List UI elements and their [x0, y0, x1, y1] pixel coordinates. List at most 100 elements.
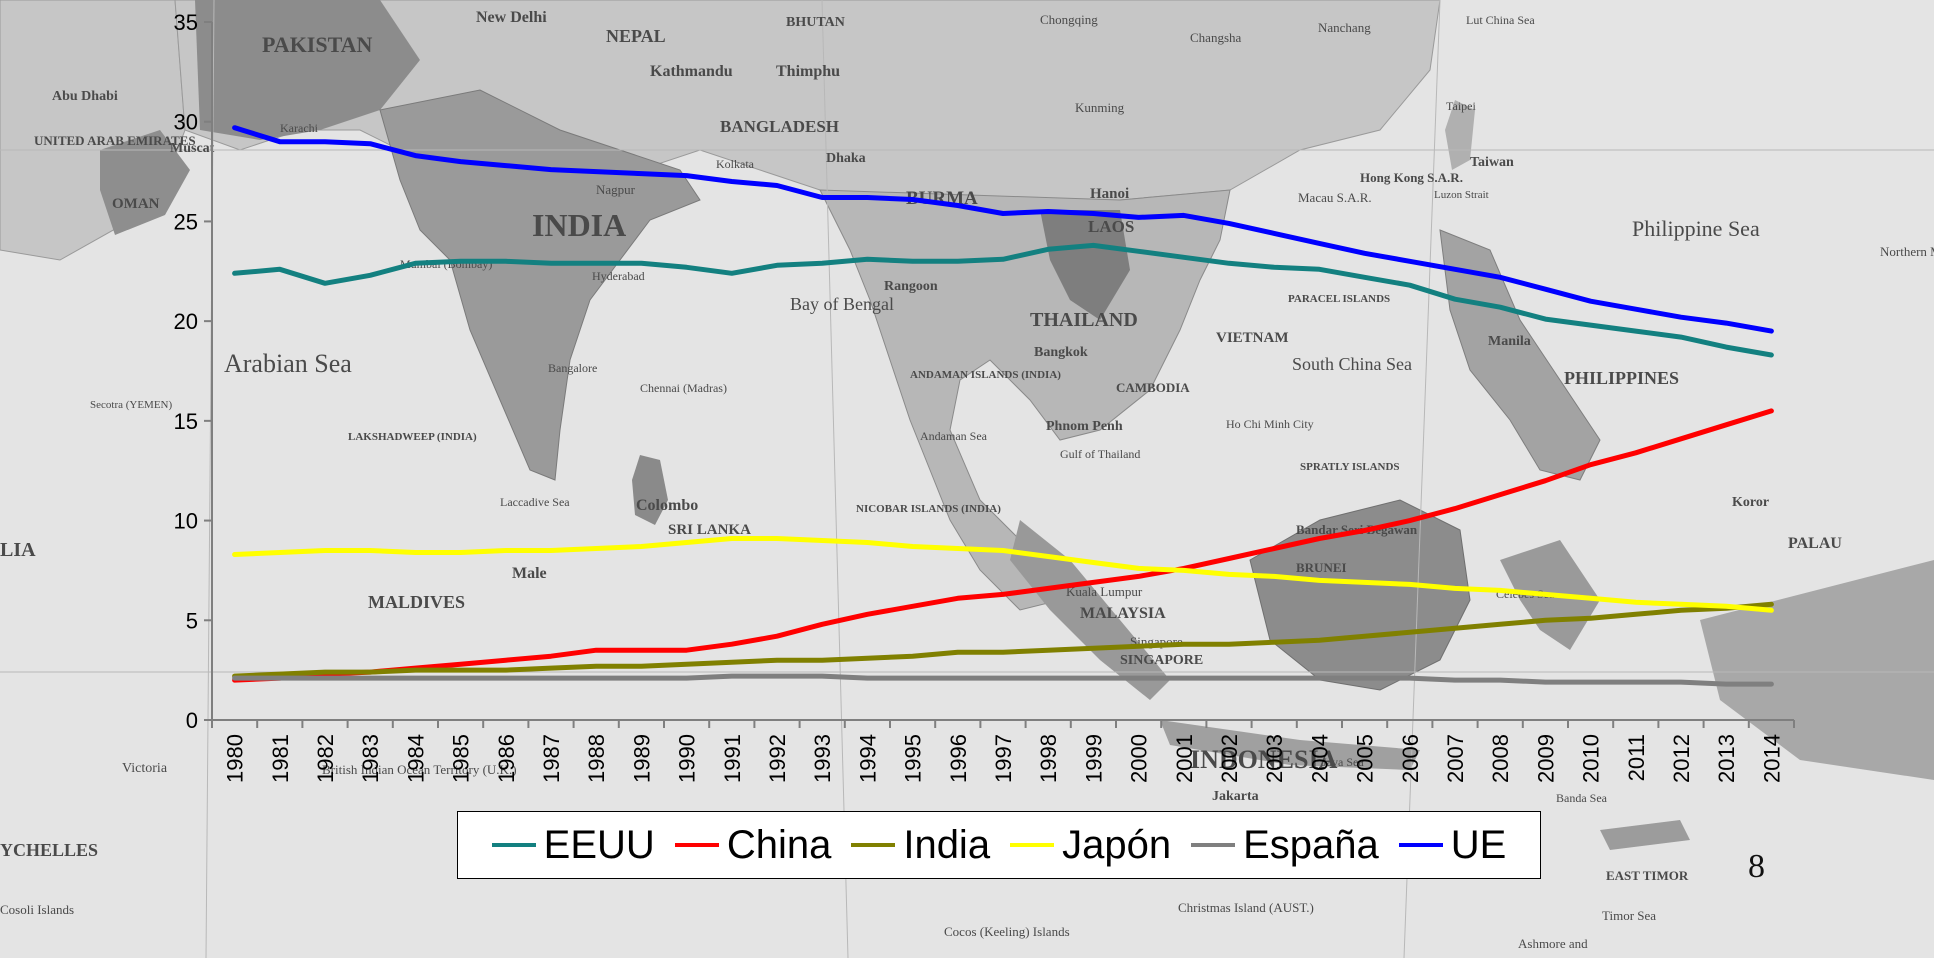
map-label: Koror — [1732, 495, 1769, 510]
legend-label: Japón — [1062, 823, 1172, 867]
land-philippines — [1439, 229, 1601, 481]
map-label: Nagpur — [596, 182, 636, 197]
map-label: THAILAND — [1030, 309, 1138, 331]
x-tick-label: 1986 — [494, 734, 519, 783]
x-tick-label: 2002 — [1217, 734, 1242, 783]
map-label: Kolkata — [716, 157, 755, 171]
map-label: Banda Sea — [1556, 791, 1608, 805]
map-label: New Delhi — [476, 9, 547, 26]
map-label: Manila — [1488, 334, 1531, 349]
map-label: NEPAL — [606, 26, 666, 46]
legend-item: Japón — [1010, 825, 1171, 865]
land-oman — [100, 130, 190, 235]
land-east-timor — [1600, 820, 1690, 850]
series-line-eeuu — [232, 242, 1774, 358]
x-tick-label: 2010 — [1579, 734, 1604, 783]
map-label: Lut China Sea — [1466, 13, 1535, 27]
map-label: Karachi — [280, 121, 319, 135]
map-label: Male — [512, 565, 547, 582]
map-label: Thimphu — [776, 63, 840, 80]
map-label: Cocos (Keeling) Islands — [944, 924, 1070, 939]
x-tick-label: 1980 — [223, 734, 248, 783]
legend-swatch — [1398, 843, 1443, 847]
x-tick-label: 2005 — [1353, 734, 1378, 783]
map-label: Ho Chi Minh City — [1226, 417, 1314, 431]
map-label: Ashmore and — [1518, 936, 1588, 951]
map-label: INDIA — [532, 207, 626, 243]
chart-series — [232, 125, 1774, 687]
map-label: Bay of Bengal — [790, 294, 894, 314]
legend-item: China — [674, 823, 832, 867]
map-label: NICOBAR ISLANDS (INDIA) — [856, 503, 1001, 515]
y-tick-label: 15 — [174, 409, 198, 434]
map-label: BANGLADESH — [720, 117, 839, 136]
x-tick-label: 1981 — [268, 734, 293, 783]
map-label: Kunming — [1075, 100, 1125, 115]
legend-item: UE — [1398, 825, 1506, 865]
map-label: Hyderabad — [592, 269, 645, 283]
map-label: Changsha — [1190, 30, 1242, 45]
legend-item: EEUU — [491, 823, 655, 867]
map-label: SPRATLY ISLANDS — [1300, 461, 1400, 473]
chart-legend: EEUU China India Japón España UE — [457, 811, 1541, 879]
map-label: CAMBODIA — [1116, 380, 1190, 395]
map-label: Luzon Strait — [1434, 189, 1489, 201]
map-longitude-line — [1403, 0, 1441, 958]
land-pakistan — [195, 0, 420, 140]
x-tick-label: 2012 — [1669, 734, 1694, 783]
map-label: Taipei — [1446, 99, 1476, 113]
map-label: Hanoi — [1090, 186, 1129, 202]
legend-label: India — [903, 823, 991, 867]
x-tick-label: 2004 — [1307, 734, 1332, 783]
x-tick-label: 1996 — [946, 734, 971, 783]
legend-label: España — [1243, 823, 1379, 867]
map-longitude-line — [821, 0, 849, 958]
legend-label: China — [726, 823, 832, 867]
x-tick-label: 2001 — [1172, 734, 1197, 783]
map-label: PHILIPPINES — [1564, 368, 1679, 388]
series-line-japón — [232, 536, 1774, 613]
x-tick-label: 1984 — [403, 734, 428, 783]
land-taiwan — [1445, 100, 1475, 170]
x-tick-label: 1988 — [584, 734, 609, 783]
page-number: 8 — [1748, 848, 1765, 885]
land-sri-lanka — [632, 455, 668, 525]
y-tick-label: 10 — [174, 509, 198, 534]
legend-swatch — [674, 843, 719, 847]
map-label: Macau S.A.R. — [1298, 190, 1372, 205]
map-label: Bangalore — [548, 361, 597, 375]
x-tick-label: 2008 — [1488, 734, 1513, 783]
x-tick-label: 2003 — [1262, 734, 1287, 783]
y-tick-label: 35 — [174, 10, 198, 35]
map-label: Timor Sea — [1602, 908, 1656, 923]
map-label: Hong Kong S.A.R. — [1360, 170, 1463, 185]
land-asia-north — [174, 0, 1441, 211]
map-label: Cosoli Islands — [0, 902, 74, 917]
x-tick-label: 1989 — [629, 734, 654, 783]
map-label: South China Sea — [1292, 354, 1412, 374]
x-tick-label: 1990 — [675, 734, 700, 783]
legend-swatch — [851, 843, 896, 847]
land-indochina — [819, 189, 1231, 611]
map-label: Java Sea — [1322, 755, 1364, 769]
map-label: LIA — [0, 539, 36, 561]
map-label: INDONESIA — [1190, 745, 1338, 774]
series-line-india — [232, 601, 1774, 679]
x-tick-label: 1999 — [1081, 734, 1106, 783]
y-tick-label: 30 — [174, 110, 198, 135]
x-tick-label: 2006 — [1398, 734, 1423, 783]
legend-swatch — [1191, 843, 1236, 847]
map-label: SINGAPORE — [1120, 653, 1203, 668]
legend-label: EEUU — [543, 823, 655, 867]
map-label: PARACEL ISLANDS — [1288, 293, 1390, 305]
map-label: Chongqing — [1040, 12, 1098, 27]
map-label: PALAU — [1788, 535, 1842, 552]
map-label: EAST TIMOR — [1606, 868, 1689, 883]
y-tick-label: 20 — [174, 309, 198, 334]
map-label: Abu Dhabi — [52, 89, 118, 104]
map-label: Arabian Sea — [224, 349, 352, 378]
land-java — [1160, 720, 1420, 770]
map-label: Taiwan — [1470, 155, 1514, 170]
